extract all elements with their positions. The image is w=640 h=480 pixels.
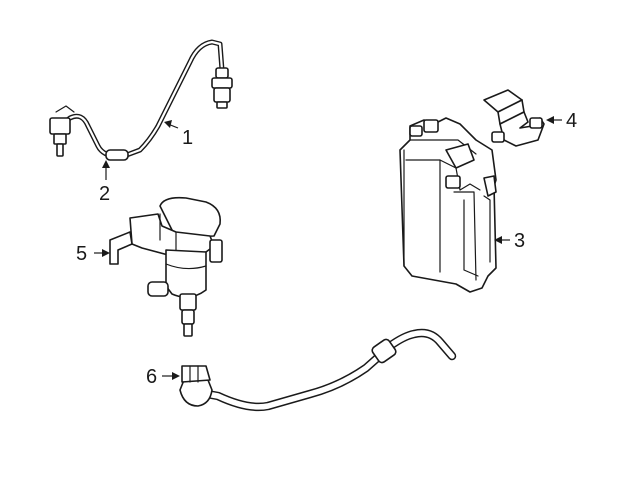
callout-label-3: 3 [514, 230, 525, 252]
charcoal-canister-part-3[interactable] [399, 117, 497, 293]
callout-label-6: 6 [146, 366, 157, 388]
vapor-hose-part-6[interactable] [179, 328, 457, 412]
callout-label-1: 1 [182, 127, 193, 149]
callout-2: 2 [99, 160, 110, 205]
callout-6: 6 [146, 366, 180, 388]
callout-label-5: 5 [76, 243, 87, 265]
oxygen-sensor-part-1[interactable] [49, 39, 233, 161]
callout-5: 5 [76, 243, 110, 265]
callout-3: 3 [494, 230, 525, 252]
callout-4: 4 [546, 110, 577, 132]
purge-valve-part-4[interactable] [483, 89, 545, 147]
callout-label-2: 2 [99, 183, 110, 205]
callout-1: 1 [164, 120, 193, 149]
callout-label-4: 4 [566, 110, 577, 132]
leak-detection-pump-part-5[interactable] [109, 196, 223, 337]
